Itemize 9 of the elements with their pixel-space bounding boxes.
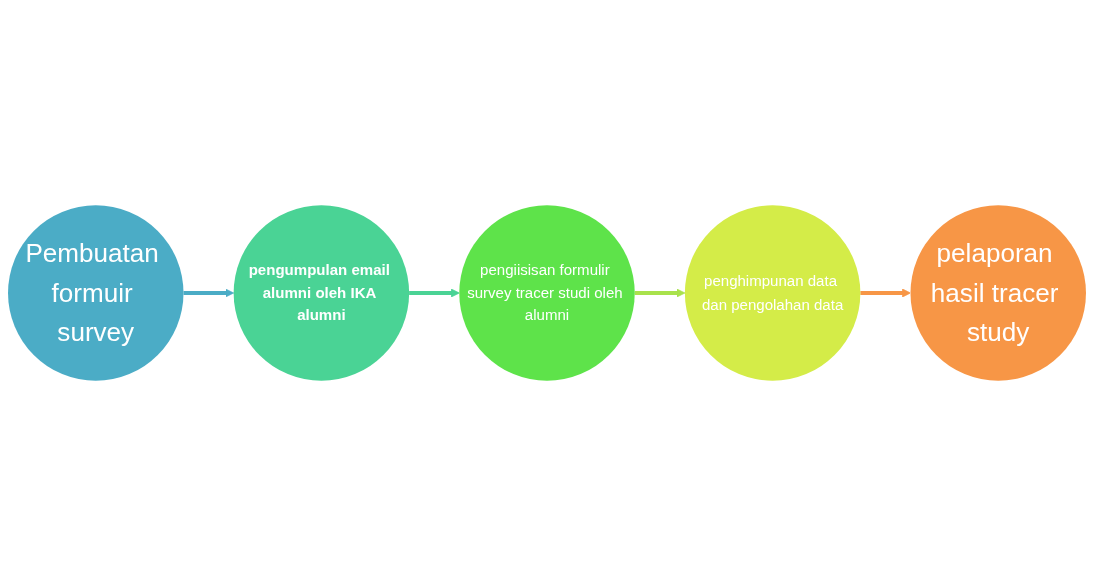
- node-circle: [8, 205, 184, 381]
- arrow: [409, 288, 460, 298]
- node-circle: [910, 205, 1086, 381]
- arrow: [860, 288, 911, 298]
- arrow: [183, 288, 235, 298]
- node-circle: [233, 205, 410, 381]
- arrow: [634, 288, 686, 298]
- node-circle: [684, 205, 861, 381]
- node-circle: [459, 205, 635, 381]
